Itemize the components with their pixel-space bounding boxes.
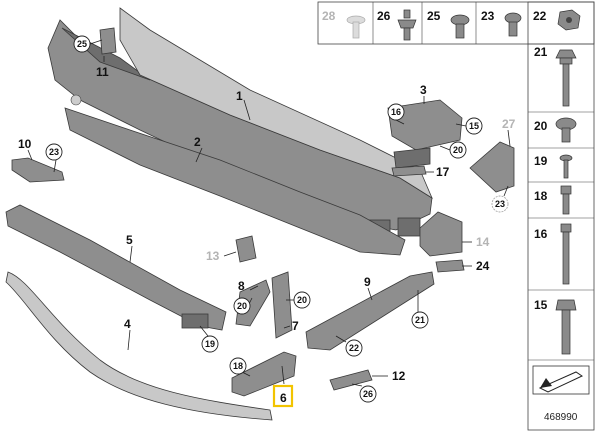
fastener-label-19: 19 [534,154,548,168]
fastener-label-26: 26 [377,9,391,23]
label-part-6: 6 [280,391,287,405]
label-part-1: 1 [236,89,243,103]
highlight-part-6 [272,384,294,408]
fastener-label-23: 23 [481,9,495,23]
fastener-label-15: 15 [534,298,548,312]
bolt-18-icon [560,185,572,215]
svg-text:16: 16 [391,107,401,117]
label-part-2: 2 [194,135,201,149]
callout-20-mid: 20 [286,291,311,309]
svg-text:20: 20 [237,301,247,311]
part-5-rail [5,204,227,331]
part-27-bracket [469,141,515,193]
direction-arrow-icon [532,365,590,395]
screw-20-icon [555,117,577,143]
fastener-label-25: 25 [427,9,441,23]
part-13-block [235,235,257,263]
svg-text:26: 26 [363,389,373,399]
callout-20-left: 20 [233,297,253,315]
svg-text:20: 20 [453,145,463,155]
part-3-bracket [387,99,463,169]
callout-22: 22 [335,335,363,357]
label-part-11: 11 [96,65,109,79]
fastener-label-16: 16 [534,227,548,241]
svg-text:21: 21 [415,315,425,325]
bolt-21-icon [555,49,577,107]
svg-text:19: 19 [205,339,215,349]
part-labels: 1 2 3 4 5 6 7 8 9 10 11 12 13 14 17 24 [18,56,516,408]
callout-20-top: 20 [439,141,467,159]
svg-text:15: 15 [469,121,479,131]
svg-text:20: 20 [297,295,307,305]
part-9-rail [305,271,435,351]
part-8-bracket [235,279,271,327]
bolt-15-icon [555,299,577,355]
screw-23-icon [504,12,522,37]
nut-22-icon [557,9,581,31]
svg-text:22: 22 [349,343,359,353]
part-6-bracket [231,351,297,397]
fastener-label-21: 21 [534,45,548,59]
part-7-bracket [271,271,293,339]
part-24-clip [435,259,465,273]
svg-text:25: 25 [77,39,87,49]
label-part-24: 24 [476,259,490,273]
label-part-14: 14 [476,235,490,249]
screw-28-icon [346,15,366,39]
clip-26-icon [397,9,417,41]
fastener-label-28: 28 [322,9,336,23]
label-part-9: 9 [364,275,371,289]
callout-15: 15 [455,117,483,135]
label-part-10: 10 [18,137,32,151]
callout-21: 21 [411,290,429,329]
callouts: 25 23 16 15 20 23 20 [45,35,509,403]
callout-23-right: 23 [491,185,509,213]
fastener-label-18: 18 [534,189,548,203]
label-part-13: 13 [206,249,220,263]
label-part-7: 7 [292,319,299,333]
part-11-clip [99,27,117,55]
callout-19: 19 [199,325,219,353]
callout-18: 18 [229,357,251,377]
part-10-bracket [11,157,65,183]
label-part-17: 17 [436,165,450,179]
label-part-4: 4 [124,317,131,331]
callout-16: 16 [387,103,405,125]
part-14-block [419,211,463,257]
label-part-8: 8 [238,279,245,293]
diagram-number: 468990 [544,412,578,423]
svg-text:23: 23 [495,199,505,209]
fastener-panel: 28 26 25 23 22 21 20 19 18 [317,1,595,431]
fastener-label-22: 22 [533,9,547,23]
label-part-27: 27 [502,117,516,131]
callout-23-left: 23 [45,143,63,173]
label-part-3: 3 [420,83,427,97]
svg-text:18: 18 [233,361,243,371]
screw-25-icon [450,14,470,39]
label-part-12: 12 [392,369,406,383]
part-4-spoiler [5,271,273,421]
callout-26: 26 [351,383,377,403]
part-12-clip [329,369,373,391]
bolt-16-icon [560,223,572,285]
svg-text:23: 23 [49,147,59,157]
part-2-crossmember [64,107,406,256]
callout-25: 25 [73,35,103,53]
fastener-label-20: 20 [534,119,548,133]
screw-19-icon [559,154,573,179]
part-17-strip [391,165,427,177]
label-part-5: 5 [126,233,133,247]
